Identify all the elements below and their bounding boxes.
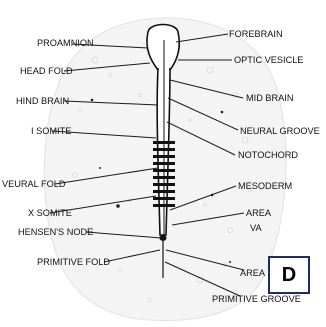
label-primitive-groove: PRIMITIVE GROOVE — [212, 294, 301, 304]
label-mid-brain: MID BRAIN — [246, 93, 293, 103]
panel-letter-badge: D — [268, 256, 310, 294]
label-hensens-node: HENSEN'S NODE — [18, 227, 93, 237]
label-notochord: NOTOCHORD — [238, 150, 298, 160]
label-primitive-fold: PRIMITIVE FOLD — [37, 257, 110, 267]
label-i-somite: I SOMITE — [31, 126, 71, 136]
label-neural-groove: NEURAL GROOVE — [240, 126, 320, 136]
label-area-2: AREA — [240, 268, 266, 278]
label-proamnion: PROAMNION — [37, 38, 94, 48]
label-mesoderm: MESODERM — [238, 181, 292, 191]
label-x-somite: X SOMITE — [28, 208, 72, 218]
label-neural-fold: VEURAL FOLD — [2, 179, 66, 189]
label-forebrain: FOREBRAIN — [229, 29, 283, 39]
label-area-1-cont: VA — [250, 223, 262, 233]
label-hind-brain: HIND BRAIN — [16, 96, 69, 106]
label-area-1: AREA — [246, 208, 272, 218]
label-head-fold: HEAD FOLD — [20, 66, 73, 76]
label-optic-vesicle: OPTIC VESICLE — [234, 55, 303, 65]
